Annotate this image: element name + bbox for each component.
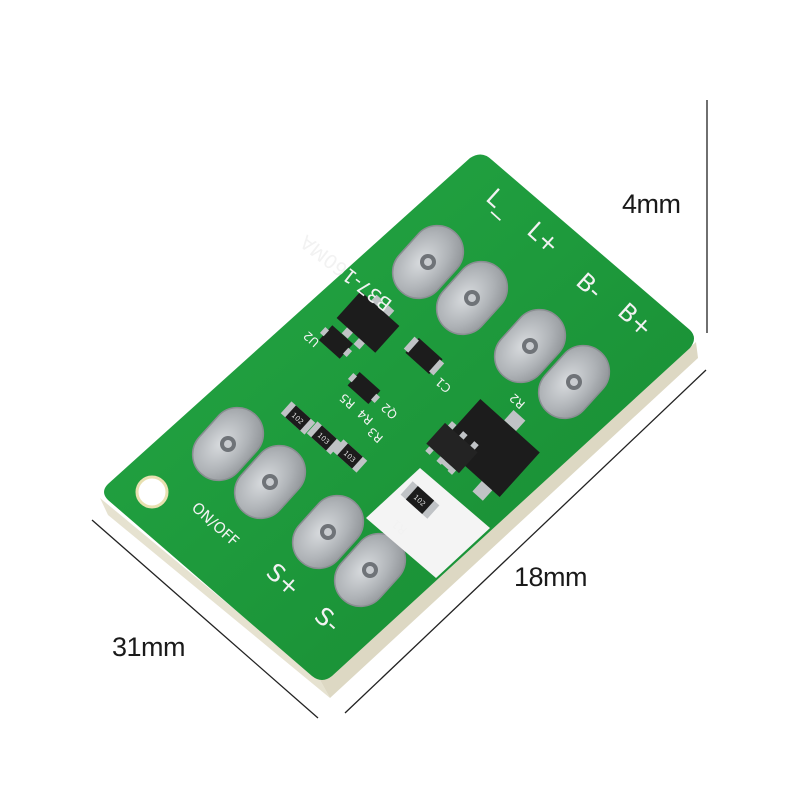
- chip-u2: [336, 291, 400, 353]
- pad-onoff-1: [191, 406, 265, 482]
- pad-load-neg: [391, 224, 465, 300]
- resistor-r1: 102: [400, 481, 440, 519]
- pcb-board: [104, 154, 694, 680]
- transistor-q2: [347, 371, 381, 405]
- sense-area: [366, 468, 490, 578]
- pcb-edge-right: [320, 342, 698, 698]
- capacitor-c1: [403, 336, 445, 376]
- pad-sense-pos: [291, 494, 365, 570]
- components: 102 103 103 102: [280, 291, 540, 578]
- chip-q1: [318, 325, 354, 359]
- dimension-width-label: 18mm: [514, 562, 588, 592]
- resistor-r5: 102: [280, 401, 316, 435]
- resistor-r4: 103: [306, 421, 342, 455]
- pad-onoff-2: [233, 444, 307, 520]
- dim-line-width: [344, 369, 707, 714]
- resistor-r3: 103: [332, 439, 368, 473]
- pad-batt-neg: [493, 308, 567, 384]
- dimension-length-label: 31mm: [112, 632, 186, 662]
- dim-line-length: [91, 519, 319, 719]
- pcb-edge: [100, 498, 330, 698]
- pad-sense-neg: [333, 532, 407, 608]
- chip-dual: [425, 421, 479, 475]
- dimension-thickness-label: 4mm: [622, 189, 681, 219]
- dimension-lines: [91, 100, 708, 719]
- pad-batt-pos: [537, 344, 611, 420]
- pad-load-pos: [435, 260, 509, 336]
- mounting-hole: [135, 475, 169, 509]
- solder-pads: [191, 224, 611, 608]
